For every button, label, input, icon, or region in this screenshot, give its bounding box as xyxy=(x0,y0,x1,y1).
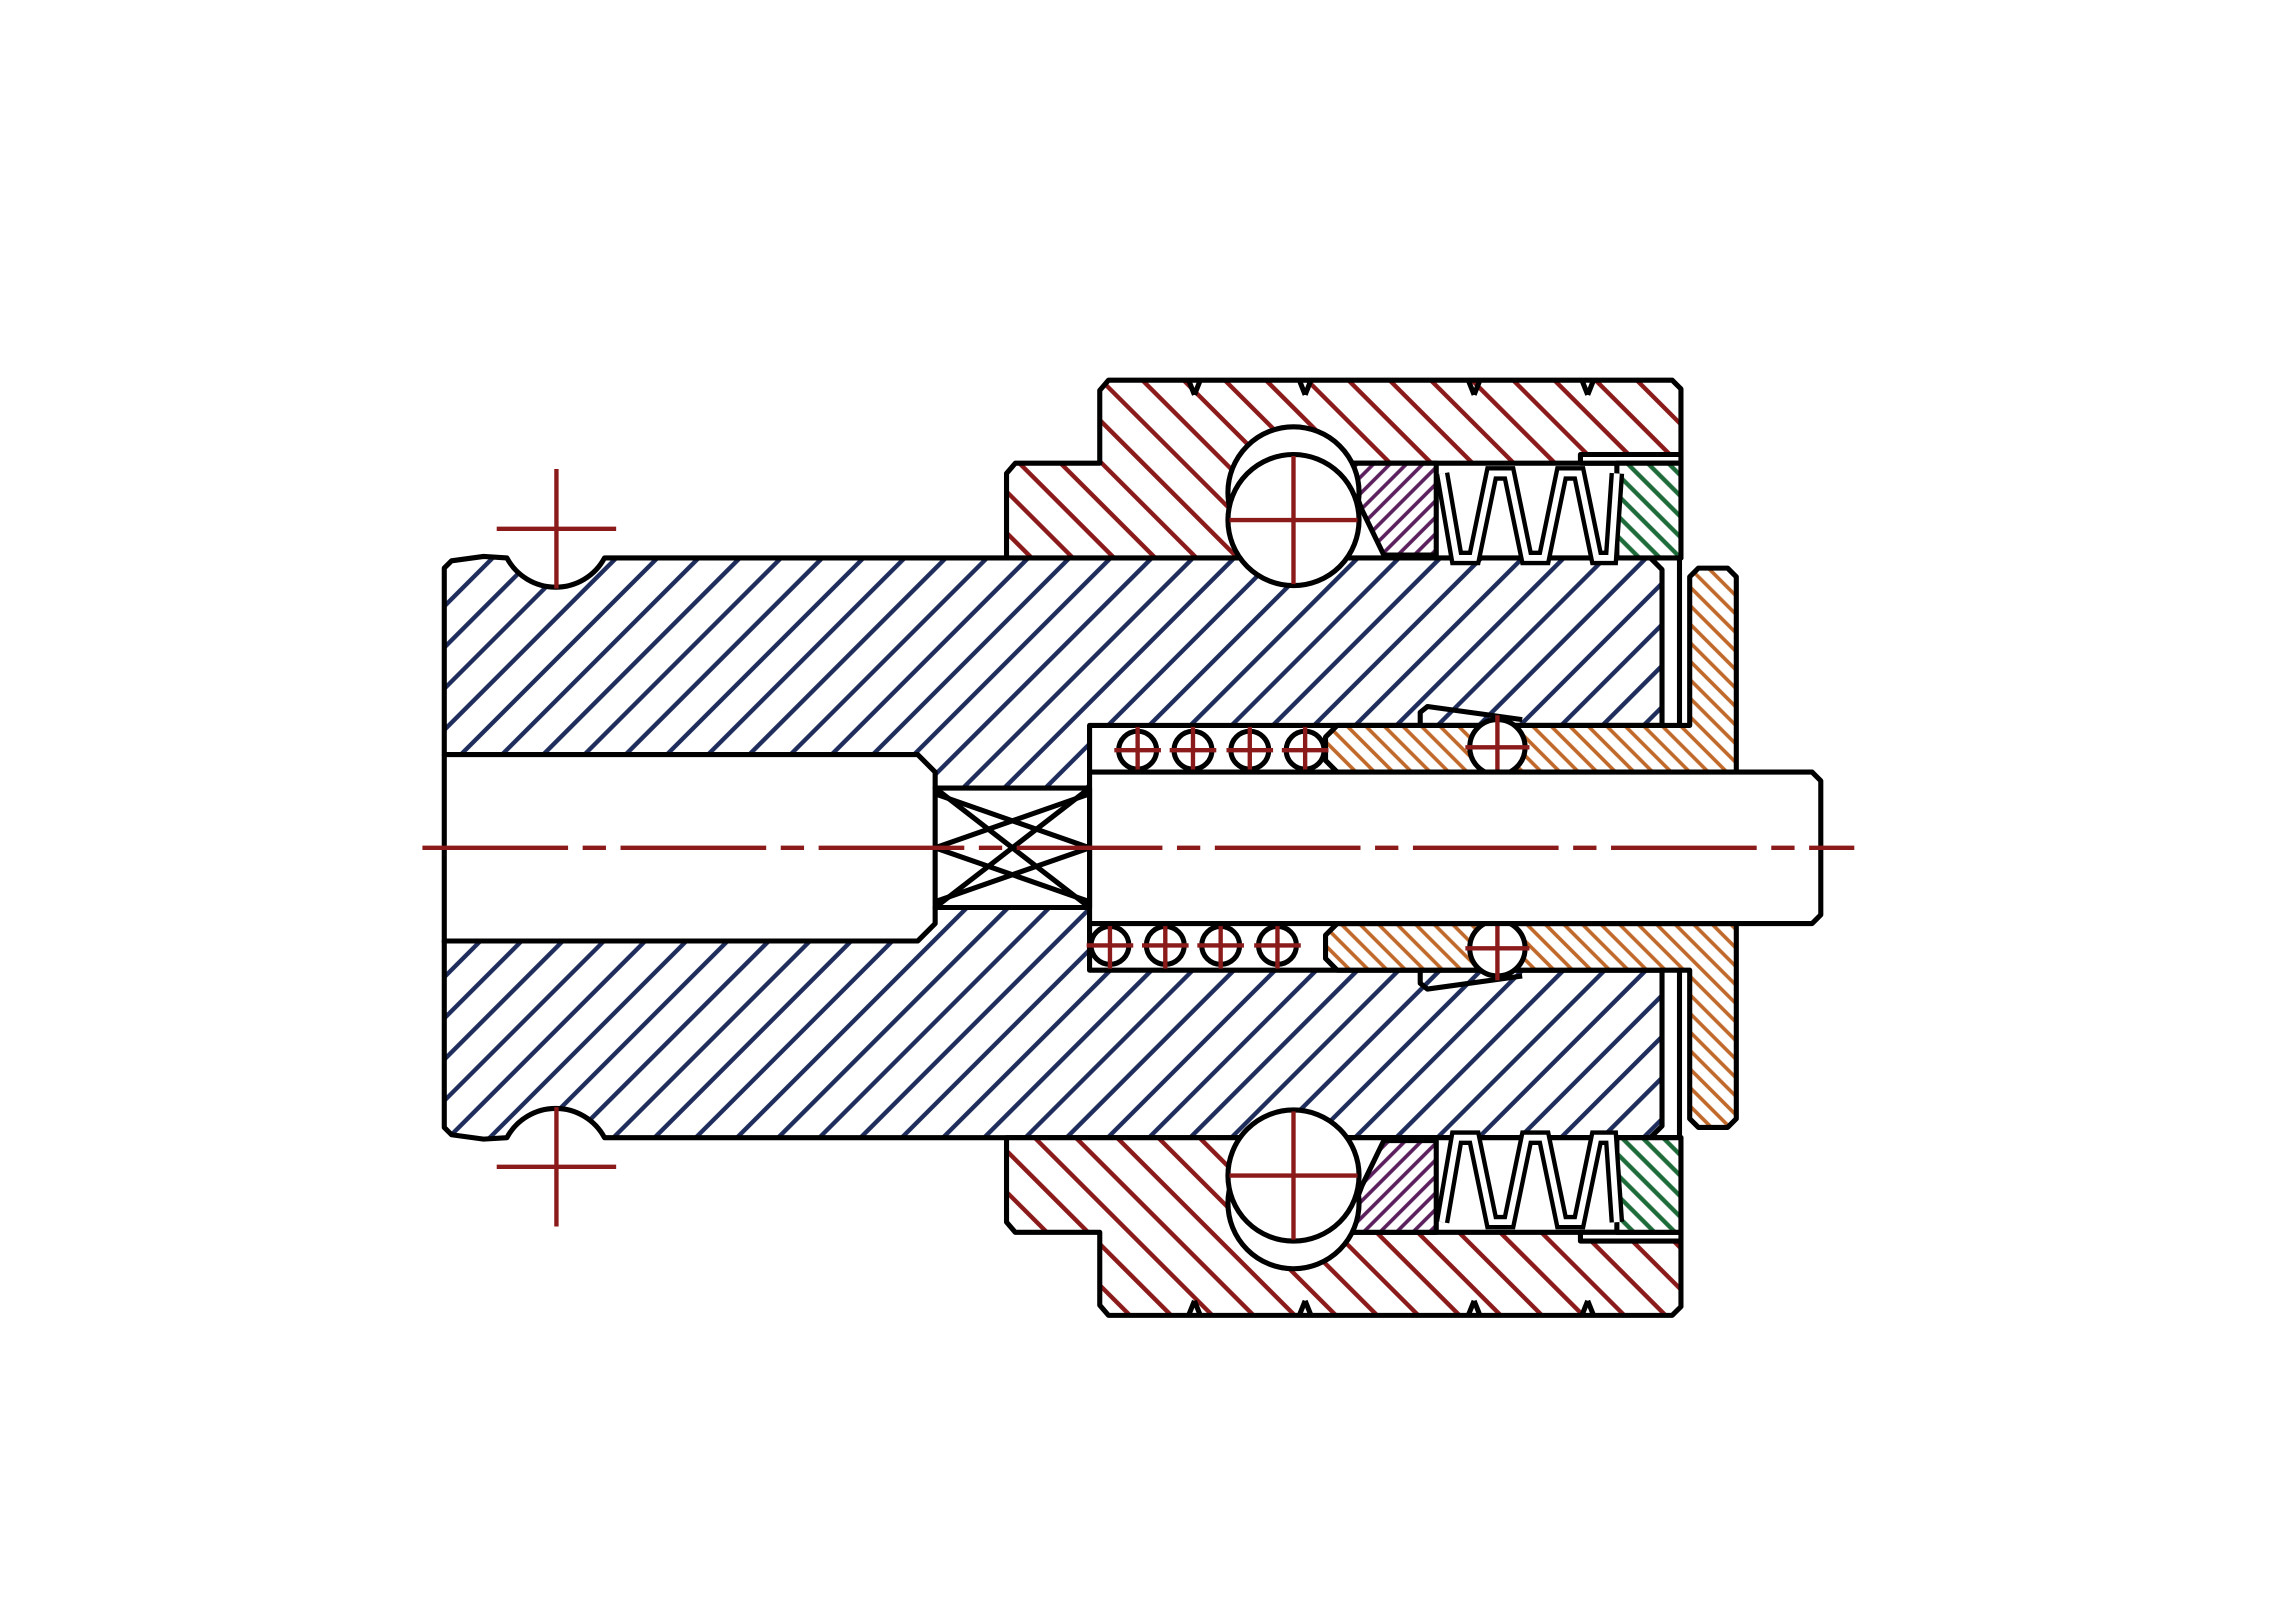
housing-tick xyxy=(1192,379,1203,396)
housing-tick xyxy=(1585,1299,1596,1317)
clip-lower xyxy=(1417,970,1523,992)
sleeve-lower xyxy=(1322,920,1739,1131)
housing-tick xyxy=(1302,379,1314,396)
housing-tick xyxy=(1471,379,1483,396)
spring-inner-upper xyxy=(1439,470,1620,561)
sleeve-upper xyxy=(1322,565,1739,775)
shaft-body-upper xyxy=(441,553,1665,791)
housing-tick xyxy=(1471,1299,1483,1317)
housing-tick xyxy=(1585,379,1596,396)
shaft-body-lower xyxy=(441,904,1665,1142)
spring-inner-lower xyxy=(1439,1134,1620,1226)
socket-diagonal xyxy=(934,791,1091,851)
housing-tick xyxy=(1192,1299,1203,1317)
retaining-ring-lower xyxy=(1614,1135,1684,1235)
retaining-ring-upper xyxy=(1614,460,1684,561)
socket-diagonal xyxy=(933,786,1092,910)
housing-tick xyxy=(1302,1299,1314,1317)
socket-diagonal xyxy=(934,845,1091,905)
clip-upper xyxy=(1417,703,1523,726)
drawing-layer xyxy=(422,377,1855,1318)
